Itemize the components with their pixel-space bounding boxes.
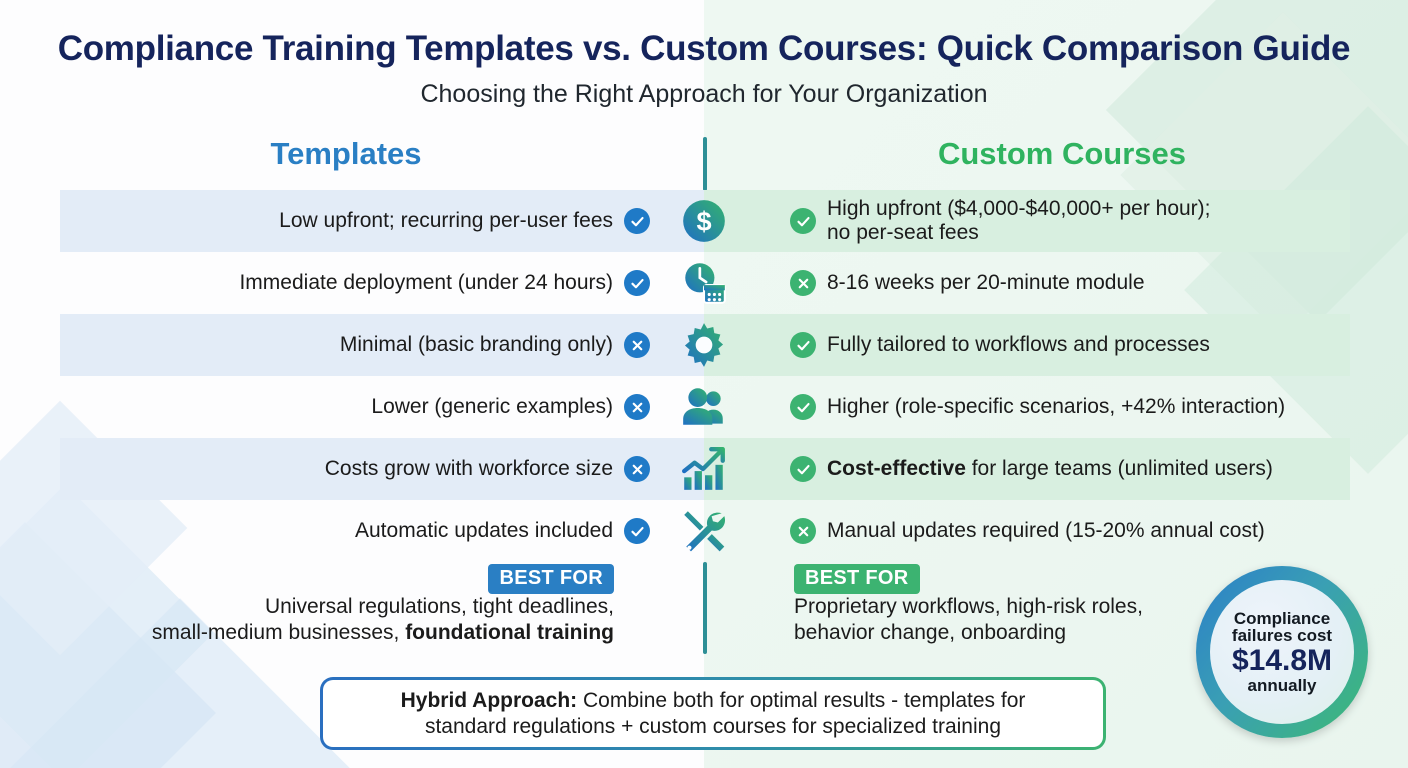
row-left-cell: Automatic updates included	[60, 500, 650, 562]
row-left-text: Automatic updates included	[355, 518, 613, 542]
check-icon	[790, 394, 816, 420]
row-right-text: Cost-effective for large teams (unlimite…	[827, 456, 1273, 480]
clock-calendar-icon	[672, 252, 736, 314]
page-title: Compliance Training Templates vs. Custom…	[57, 29, 1351, 68]
row-left-cell: Costs grow with workforce size	[60, 438, 650, 500]
row-right-cell: Cost-effective for large teams (unlimite…	[790, 438, 1350, 500]
badge-line-4: annually	[1247, 675, 1317, 695]
row-stripe-left	[60, 190, 704, 252]
growth-chart-icon	[672, 438, 736, 500]
row-left-cell: Minimal (basic branding only)	[60, 314, 650, 376]
cross-icon	[624, 394, 650, 420]
check-icon	[790, 332, 816, 358]
row-right-cell: Fully tailored to workflows and processe…	[790, 314, 1350, 376]
row-right-cell: 8-16 weeks per 20-minute module	[790, 252, 1350, 314]
table-row: Automatic updates included Manual updates…	[0, 500, 1408, 562]
row-left-text: Minimal (basic branding only)	[339, 332, 613, 356]
row-left-text: Costs grow with workforce size	[324, 456, 613, 480]
cross-icon	[624, 456, 650, 482]
row-right-text: High upfront ($4,000-$40,000+ per hour);…	[827, 196, 1211, 244]
best-for-badge-custom: BEST FOR	[794, 564, 920, 594]
center-divider-top	[703, 137, 707, 191]
people-icon	[672, 376, 736, 438]
column-header-custom-courses: Custom Courses	[937, 136, 1187, 171]
row-stripe-left	[60, 314, 704, 376]
best-for-badge-templates: BEST FOR	[488, 564, 614, 594]
best-for-custom: BEST FOR Proprietary workflows, high-ris…	[794, 564, 1214, 646]
best-for-templates: BEST FOR Universal regulations, tight de…	[60, 564, 614, 646]
row-left-cell: Immediate deployment (under 24 hours)	[60, 252, 650, 314]
best-for-templates-text: Universal regulations, tight deadlines,s…	[151, 595, 614, 645]
cross-icon	[624, 332, 650, 358]
row-left-cell: Lower (generic examples)	[60, 376, 650, 438]
row-right-cell: Higher (role-specific scenarios, +42% in…	[790, 376, 1350, 438]
compliance-cost-badge: Compliance failures cost $14.8M annually	[1196, 566, 1368, 738]
badge-line-1: Compliance	[1233, 608, 1331, 628]
svg-text:$: $	[696, 205, 711, 236]
row-right-text: Higher (role-specific scenarios, +42% in…	[827, 394, 1286, 418]
cross-icon	[790, 270, 816, 296]
row-right-text: Manual updates required (15-20% annual c…	[827, 518, 1265, 542]
check-icon	[624, 208, 650, 234]
page-subtitle: Choosing the Right Approach for Your Org…	[420, 80, 988, 108]
badge-line-2: failures cost	[1231, 626, 1333, 646]
hybrid-approach-text: Hybrid Approach: Combine both for optima…	[400, 688, 1026, 738]
row-left-text: Immediate deployment (under 24 hours)	[239, 270, 613, 294]
dollar-circle-icon: $	[672, 190, 736, 252]
row-left-text: Lower (generic examples)	[371, 394, 613, 418]
table-row: Immediate deployment (under 24 hours) 8-1…	[0, 252, 1408, 314]
cross-icon	[790, 518, 816, 544]
hybrid-approach-box: Hybrid Approach: Combine both for optima…	[320, 677, 1106, 750]
check-icon	[624, 518, 650, 544]
table-row: Low upfront; recurring per-user fees $ Hig…	[0, 190, 1408, 252]
comparison-table: Low upfront; recurring per-user fees $ Hig…	[0, 190, 1408, 562]
row-stripe-left	[60, 438, 704, 500]
compliance-cost-badge-inner: Compliance failures cost $14.8M annually	[1210, 580, 1354, 724]
table-row: Costs grow with workforce size Cost-effec…	[0, 438, 1408, 500]
best-for-custom-text: Proprietary workflows, high-risk roles,b…	[794, 595, 1143, 645]
row-right-text: Fully tailored to workflows and processe…	[827, 332, 1210, 356]
column-header-templates: Templates	[270, 136, 422, 171]
center-divider-bottom	[703, 562, 707, 654]
check-icon	[790, 208, 816, 234]
gear-icon	[672, 314, 736, 376]
row-right-cell: High upfront ($4,000-$40,000+ per hour);…	[790, 190, 1350, 252]
table-row: Minimal (basic branding only) Fully tailo…	[0, 314, 1408, 376]
row-right-text: 8-16 weeks per 20-minute module	[827, 270, 1145, 294]
row-left-cell: Low upfront; recurring per-user fees	[60, 190, 650, 252]
check-icon	[624, 270, 650, 296]
row-right-cell: Manual updates required (15-20% annual c…	[790, 500, 1350, 562]
badge-amount: $14.8M	[1231, 643, 1333, 677]
tools-icon	[672, 500, 736, 562]
check-icon	[790, 456, 816, 482]
table-row: Lower (generic examples) Higher (role-spe…	[0, 376, 1408, 438]
row-left-text: Low upfront; recurring per-user fees	[279, 208, 613, 232]
